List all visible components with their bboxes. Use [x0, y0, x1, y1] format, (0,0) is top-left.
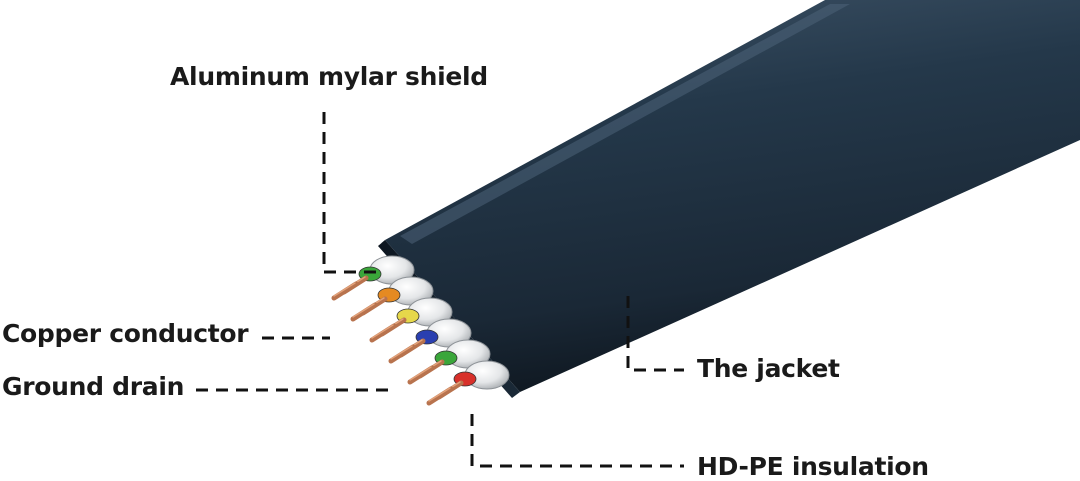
leader-line-shield	[322, 112, 378, 274]
copper-strand	[331, 281, 359, 301]
copper-strand	[350, 302, 378, 322]
label-aluminum-mylar-shield: Aluminum mylar shield	[170, 62, 488, 91]
label-the-jacket: The jacket	[697, 354, 840, 383]
copper-strand	[369, 323, 397, 343]
copper-strand-highlight	[352, 303, 375, 318]
wire-bundle	[331, 255, 510, 406]
copper-strand	[426, 386, 454, 406]
copper-strand-highlight	[371, 324, 394, 339]
copper-strand-highlight	[428, 387, 451, 402]
copper-strand-highlight	[390, 345, 413, 360]
label-copper-conductor: Copper conductor	[2, 319, 249, 348]
label-ground-drain: Ground drain	[2, 372, 185, 401]
copper-strand	[407, 365, 435, 385]
copper-strand-highlight	[333, 282, 356, 297]
copper-strand-highlight	[409, 366, 432, 381]
copper-strand	[388, 344, 416, 364]
leader-line-insulation	[470, 414, 684, 468]
label-hd-pe-insulation: HD-PE insulation	[697, 452, 929, 481]
leader-line-jacket	[626, 296, 684, 372]
jacket-highlight	[400, 4, 850, 244]
cable-jacket	[385, 0, 1080, 392]
